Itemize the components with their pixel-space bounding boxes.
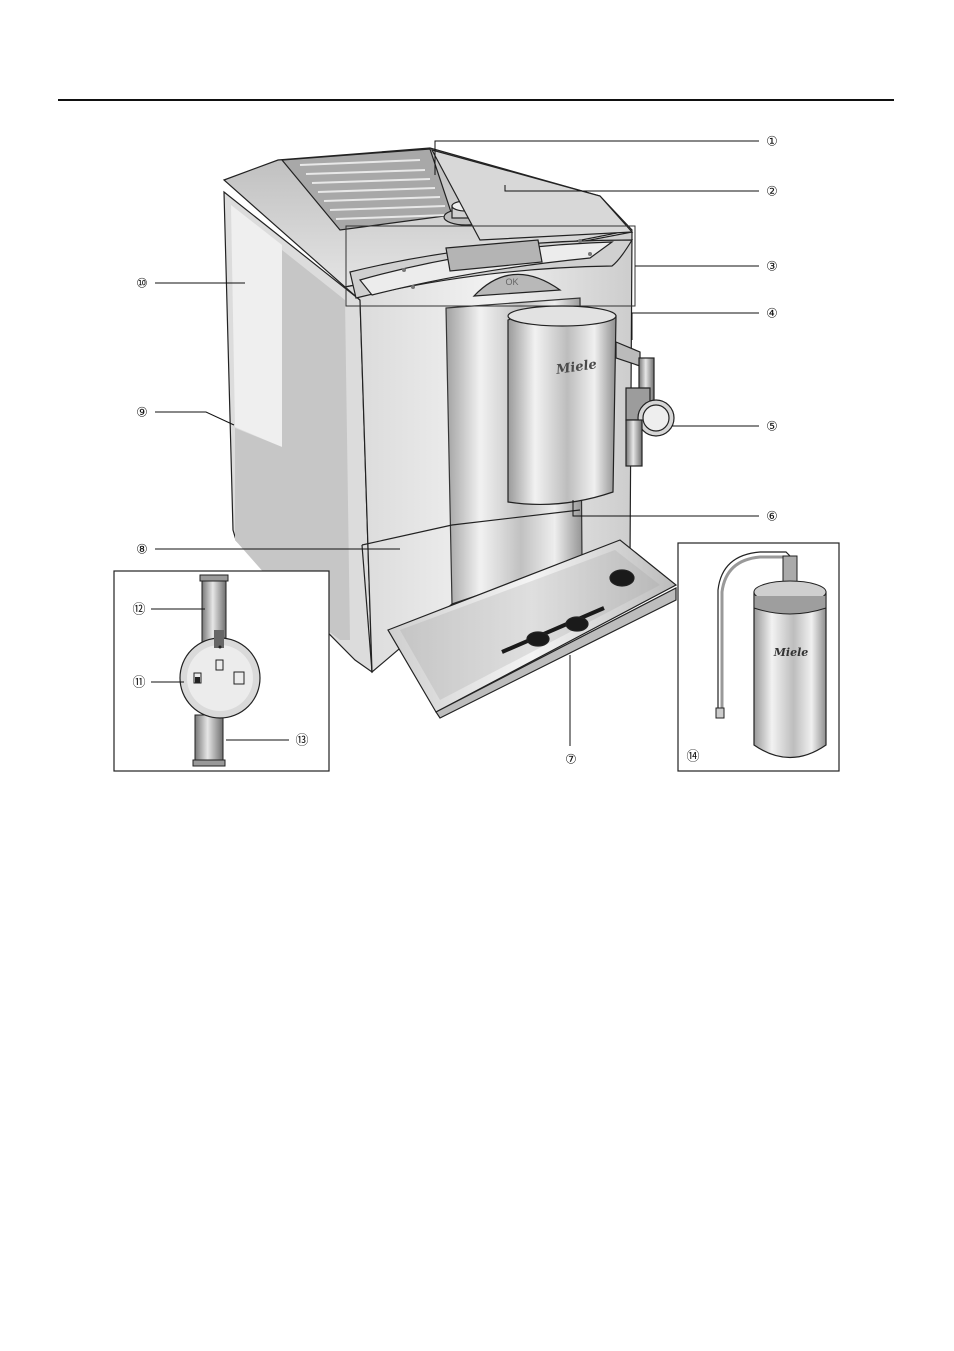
callout-4: ④	[766, 306, 778, 321]
callout-6: ⑥	[766, 509, 778, 524]
callout-5-label: ⑤	[766, 419, 778, 434]
callout-7: ⑦	[565, 752, 577, 767]
callout-13-label: ⑬	[295, 733, 308, 748]
container-brand-text: Miele	[773, 646, 809, 659]
callout-1: ①	[766, 134, 778, 149]
callout-6-label: ⑥	[766, 509, 778, 524]
coffee-spout	[508, 306, 616, 504]
callout-2-label: ②	[766, 184, 778, 199]
panel-ok-label: OK	[505, 277, 518, 287]
callout-1-label: ①	[766, 134, 778, 149]
callout-3: ③	[766, 259, 778, 274]
callout-12: ⑫	[132, 602, 145, 617]
callout-14: ⑭	[686, 749, 699, 764]
callout-9-label: ⑨	[136, 405, 148, 420]
callout-4-label: ④	[766, 306, 778, 321]
inset-milk-container	[678, 543, 839, 771]
callout-11: ⑪	[132, 675, 145, 690]
callout-8: ⑧	[136, 542, 148, 557]
callout-2: ②	[766, 184, 778, 199]
callout-12-label: ⑫	[132, 602, 145, 617]
callout-9: ⑨	[136, 405, 148, 420]
callout-10: ⑩	[136, 276, 148, 291]
callout-8-label: ⑧	[136, 542, 148, 557]
callout-14-label: ⑭	[686, 749, 699, 764]
callout-5: ⑤	[766, 419, 778, 434]
callout-3-label: ③	[766, 259, 778, 274]
callout-10-label: ⑩	[136, 276, 148, 291]
callout-11-label: ⑪	[132, 675, 145, 690]
callout-13: ⑬	[295, 733, 308, 748]
callout-7-label: ⑦	[565, 752, 577, 767]
